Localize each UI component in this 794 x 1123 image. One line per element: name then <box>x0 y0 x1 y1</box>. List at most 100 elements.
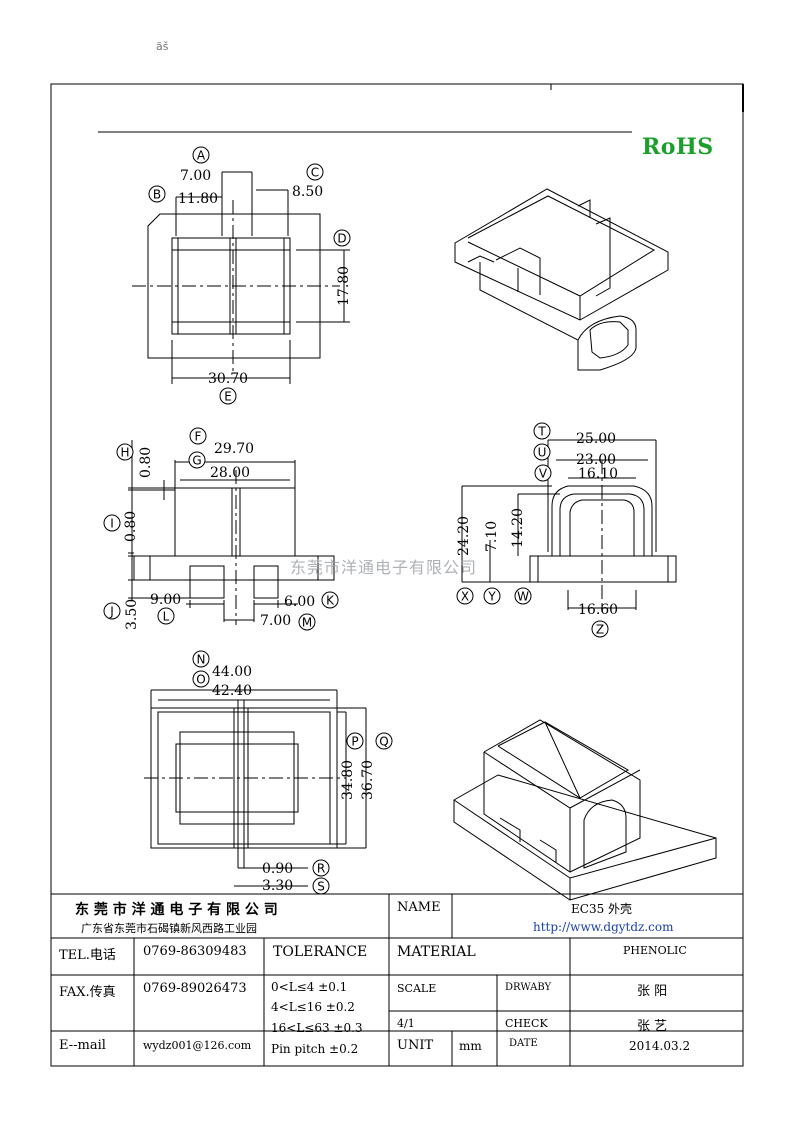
dim-s-value: 3.30 <box>262 878 293 894</box>
svg-text:F: F <box>195 430 202 444</box>
tolerance-row-3: 16<L≤63 ±0.3 <box>271 1021 363 1035</box>
callout-u: U <box>533 443 551 461</box>
scale-value: 4/1 <box>397 1017 415 1030</box>
callout-v: V <box>534 464 552 482</box>
material-value: PHENOLIC <box>623 944 687 957</box>
unit-label: UNIT <box>397 1038 434 1053</box>
svg-text:O: O <box>196 673 205 687</box>
callout-c: C <box>306 163 324 181</box>
dim-g-value: 28.00 <box>210 465 250 481</box>
svg-text:U: U <box>538 446 547 460</box>
dim-x-value: 24.20 <box>456 516 472 556</box>
svg-text:P: P <box>351 735 358 749</box>
callout-y: Y <box>483 587 501 605</box>
dim-i-value: 0.80 <box>123 511 139 542</box>
svg-text:M: M <box>302 616 312 630</box>
dim-o-value: 42.40 <box>212 683 252 699</box>
dim-r-value: 0.90 <box>262 861 293 877</box>
dim-t-value: 25.00 <box>576 431 616 447</box>
dim-y-value: 7.10 <box>484 521 500 552</box>
email-value[interactable]: wydz001@126.com <box>143 1039 252 1052</box>
callout-x: X <box>456 587 474 605</box>
dim-m-value: 7.00 <box>260 613 291 629</box>
callout-h: H <box>116 443 134 461</box>
dim-l-value: 9.00 <box>150 592 181 608</box>
fax-label: FAX.传真 <box>59 985 116 1000</box>
end-view <box>461 439 677 612</box>
fax-value: 0769-89026473 <box>143 981 247 996</box>
svg-text:V: V <box>539 467 548 481</box>
dim-c-value: 8.50 <box>292 184 323 200</box>
callout-p: P <box>346 732 364 750</box>
svg-text:G: G <box>192 454 201 468</box>
rohs-label: RoHS <box>642 134 714 160</box>
corner-mark: ãš <box>156 40 169 53</box>
drawby-value: 张 阳 <box>637 984 668 999</box>
dim-z-value: 16.60 <box>578 602 618 618</box>
svg-text:A: A <box>197 149 206 163</box>
unit-value: mm <box>459 1039 482 1053</box>
svg-text:Y: Y <box>487 590 496 604</box>
callout-a: A <box>192 146 210 164</box>
material-label: MATERIAL <box>397 944 476 960</box>
part-name: EC35 外壳 <box>571 902 633 916</box>
tolerance-row-4: Pin pitch ±0.2 <box>271 1042 359 1056</box>
dim-e-value: 30.70 <box>208 371 248 387</box>
callout-z: Z <box>591 620 609 638</box>
dim-v-value: 16.10 <box>578 466 618 482</box>
callout-n: N <box>192 650 210 668</box>
dim-n-value: 44.00 <box>212 664 252 680</box>
svg-text:I: I <box>110 517 114 531</box>
tolerance-row-2: 4<L≤16 ±0.2 <box>271 1000 355 1014</box>
company-address: 广东省东莞市石碣镇新风西路工业园 <box>81 922 257 935</box>
website-link[interactable]: http://www.dgytdz.com <box>533 920 674 934</box>
email-label: E--mail <box>59 1038 106 1053</box>
callout-q: Q <box>375 732 393 750</box>
dim-q-value: 36.70 <box>360 760 376 800</box>
svg-text:L: L <box>163 610 170 624</box>
check-value: 张 艺 <box>637 1019 668 1034</box>
tolerance-row-1: 0<L≤4 ±0.1 <box>271 980 348 994</box>
svg-text:H: H <box>120 446 129 460</box>
name-label: NAME <box>397 900 441 915</box>
svg-text:X: X <box>461 590 469 604</box>
sheet-frame <box>50 83 744 1067</box>
date-label: DATE <box>509 1038 538 1049</box>
svg-text:W: W <box>517 590 529 604</box>
callout-r: R <box>312 859 330 877</box>
tel-value: 0769-86309483 <box>143 944 247 959</box>
callout-i: I <box>103 514 121 532</box>
svg-text:N: N <box>197 653 206 667</box>
date-value: 2014.03.2 <box>629 1039 691 1053</box>
tolerance-label: TOLERANCE <box>273 944 368 960</box>
callout-k: K <box>321 591 339 609</box>
dim-u-value: 23.00 <box>576 452 616 468</box>
callout-g: G <box>188 451 206 469</box>
callout-b: B <box>148 185 166 203</box>
callout-e: E <box>219 387 237 405</box>
callout-d: D <box>333 229 351 247</box>
svg-text:J: J <box>109 605 114 619</box>
tel-label: TEL.电话 <box>59 948 116 963</box>
svg-text:R: R <box>317 862 325 876</box>
svg-text:T: T <box>537 425 546 439</box>
dim-w-value: 14.20 <box>510 508 526 548</box>
bottom-view <box>144 689 367 887</box>
callout-m: M <box>298 613 316 631</box>
callout-t: T <box>533 422 551 440</box>
svg-text:Q: Q <box>379 735 388 749</box>
svg-text:D: D <box>337 232 346 246</box>
dim-f-value: 29.70 <box>214 441 254 457</box>
top-view <box>132 171 350 384</box>
dim-p-value: 34.80 <box>340 760 356 800</box>
callout-o: O <box>192 670 210 688</box>
dim-h-value: 0.80 <box>138 447 154 478</box>
isometric-view-top <box>454 188 669 371</box>
dim-j-value: 3.50 <box>124 599 140 630</box>
callout-w: W <box>514 587 532 605</box>
watermark: 东莞市洋通电子有限公司 <box>290 558 478 577</box>
